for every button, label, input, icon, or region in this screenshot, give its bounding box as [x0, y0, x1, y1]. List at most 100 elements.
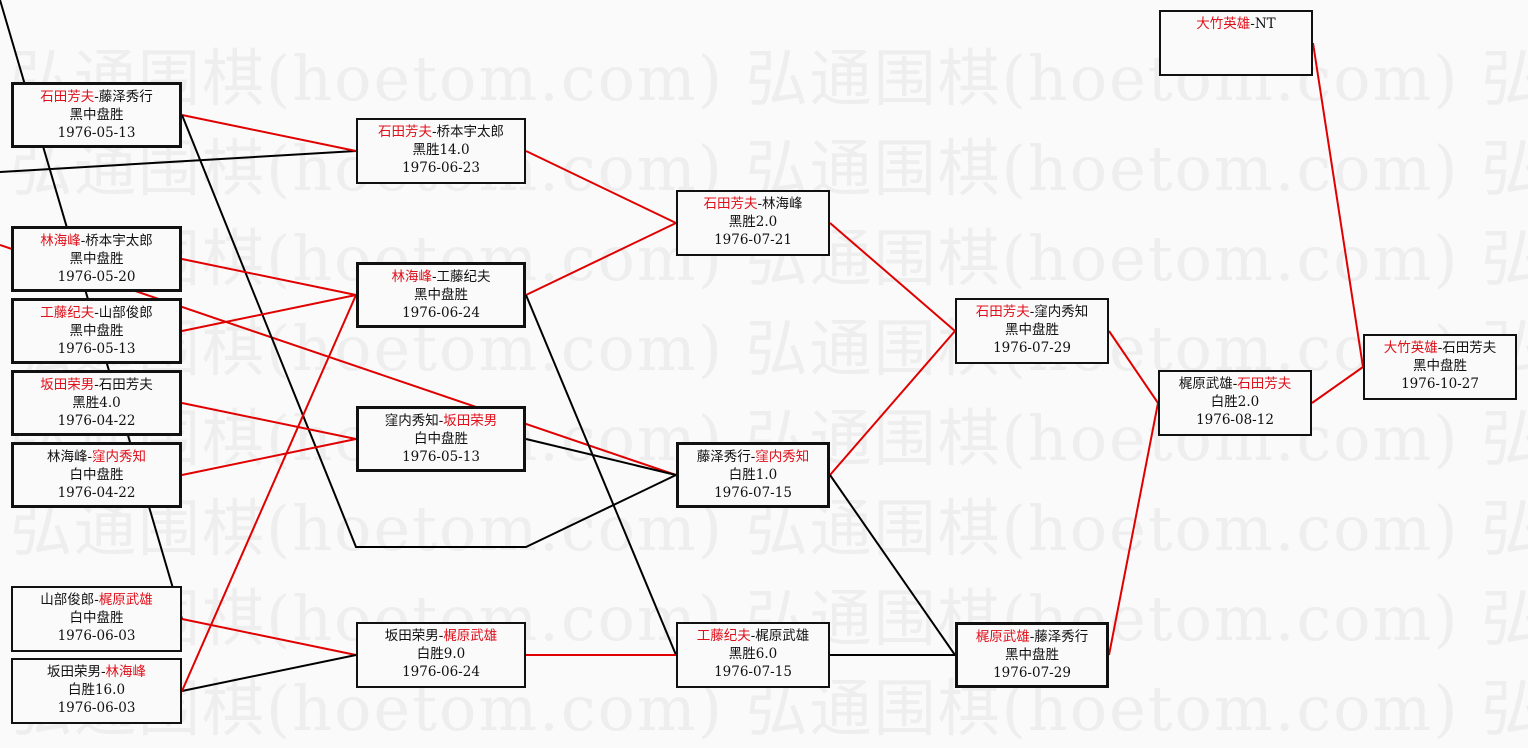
game-result: 黑中盘胜 [1413, 358, 1467, 374]
player-black[interactable]: 坂田荣男 [384, 628, 439, 644]
player-black[interactable]: 工藤纪夫 [40, 305, 95, 321]
player-white[interactable]: 山部俊郎 [98, 305, 153, 321]
player-white[interactable]: 石田芳夫 [1237, 376, 1292, 392]
players: 山部俊郎-梶原武雄 [13, 591, 180, 609]
player-black[interactable]: 藤泽秀行 [696, 449, 751, 465]
player-white[interactable]: 窪内秀知 [1034, 304, 1089, 320]
player-black[interactable]: 坂田荣男 [46, 664, 101, 680]
game-date: 1976-06-03 [57, 700, 136, 716]
separator: - [94, 305, 99, 321]
player-white[interactable]: 窪内秀知 [755, 449, 810, 465]
game-box[interactable]: 林海峰-桥本宇太郎黑中盘胜 1976-05-20 [11, 226, 182, 292]
players: 大竹英雄-NT [1161, 15, 1311, 33]
player-white[interactable]: 藤泽秀行 [1034, 629, 1089, 645]
game-date: 1976-07-29 [993, 665, 1071, 681]
separator: - [1437, 340, 1443, 356]
player-white[interactable]: 林海峰 [762, 196, 803, 212]
separator: - [1029, 304, 1035, 320]
loser-path-line [525, 438, 677, 476]
separator: - [1250, 16, 1255, 32]
players: 工藤纪夫-梶原武雄 [678, 627, 828, 645]
game-result: 黑胜2.0 [728, 214, 778, 230]
player-white[interactable]: 藤泽秀行 [98, 89, 153, 105]
game-date: 1976-07-15 [714, 664, 792, 680]
player-white[interactable]: 窪内秀知 [92, 449, 147, 465]
separator: - [87, 449, 93, 465]
game-date: 1976-06-23 [402, 160, 480, 176]
game-result: 白胜2.0 [1210, 394, 1260, 410]
winner-path-line [1311, 366, 1364, 404]
separator: - [94, 592, 99, 608]
player-black[interactable]: 山部俊郎 [40, 592, 95, 608]
player-white[interactable]: 梶原武雄 [755, 628, 810, 644]
game-date: 1976-06-24 [402, 664, 480, 680]
player-black[interactable]: 石田芳夫 [40, 89, 95, 105]
game-date: 1976-05-13 [57, 341, 136, 357]
winner-path-line [525, 222, 677, 296]
winner-path-line [1108, 402, 1159, 656]
player-black[interactable]: 林海峰 [391, 269, 432, 285]
game-date: 1976-04-22 [57, 413, 136, 429]
player-white[interactable]: 石田芳夫 [98, 377, 153, 393]
player-white[interactable]: 梶原武雄 [443, 628, 498, 644]
player-black[interactable]: 石田芳夫 [975, 304, 1030, 320]
player-white[interactable]: 工藤纪夫 [436, 269, 491, 285]
separator: - [1232, 376, 1238, 392]
player-white[interactable]: 梶原武雄 [98, 592, 153, 608]
player-white[interactable]: 石田芳夫 [1442, 340, 1497, 356]
loser-path-line [829, 474, 956, 656]
players: 林海峰-工藤纪夫 [359, 268, 523, 286]
player-black[interactable]: 工藤纪夫 [696, 628, 751, 644]
game-result: 黑中盘胜 [69, 107, 124, 123]
game-date: 1976-04-22 [57, 485, 136, 501]
game-box[interactable]: 大竹英雄-NT [1159, 10, 1313, 76]
player-black[interactable]: 石田芳夫 [703, 196, 758, 212]
player-black[interactable]: 梶原武雄 [975, 629, 1030, 645]
players: 林海峰-桥本宇太郎 [14, 232, 179, 250]
player-black[interactable]: 大竹英雄 [1383, 340, 1438, 356]
player-black[interactable]: 坂田荣男 [40, 377, 95, 393]
player-white[interactable]: 林海峰 [105, 664, 147, 680]
game-date: 1976-05-20 [57, 269, 136, 285]
player-black[interactable]: 窪内秀知 [384, 413, 439, 429]
game-result: 白胜1.0 [728, 467, 778, 483]
loser-path-line [525, 294, 677, 656]
player-black[interactable]: 林海峰 [46, 449, 88, 465]
game-box[interactable]: 工藤纪夫-梶原武雄黑胜6.0 1976-07-15 [676, 622, 830, 688]
player-black[interactable]: 林海峰 [40, 233, 81, 249]
game-date: 1976-06-03 [57, 628, 136, 644]
player-white[interactable]: 桥本宇太郎 [85, 233, 153, 249]
player-black[interactable]: 大竹英雄 [1196, 16, 1251, 32]
player-white[interactable]: NT [1254, 16, 1276, 32]
game-result: 黑胜14.0 [412, 142, 470, 158]
winner-path-line [181, 114, 357, 152]
game-result: 黑中盘胜 [69, 251, 124, 267]
separator: - [100, 664, 106, 680]
game-result: 黑中盘胜 [414, 287, 468, 303]
player-black[interactable]: 梶原武雄 [1178, 376, 1233, 392]
players: 梶原武雄-石田芳夫 [1160, 375, 1310, 393]
player-white[interactable]: 桥本宇太郎 [436, 124, 505, 140]
loser-path-line [181, 654, 357, 692]
game-result: 黑胜6.0 [728, 646, 778, 662]
player-white[interactable]: 坂田荣男 [443, 413, 498, 429]
winner-path-line [181, 294, 357, 692]
player-black[interactable]: 石田芳夫 [377, 124, 432, 140]
players: 坂田荣男-梶原武雄 [358, 627, 524, 645]
